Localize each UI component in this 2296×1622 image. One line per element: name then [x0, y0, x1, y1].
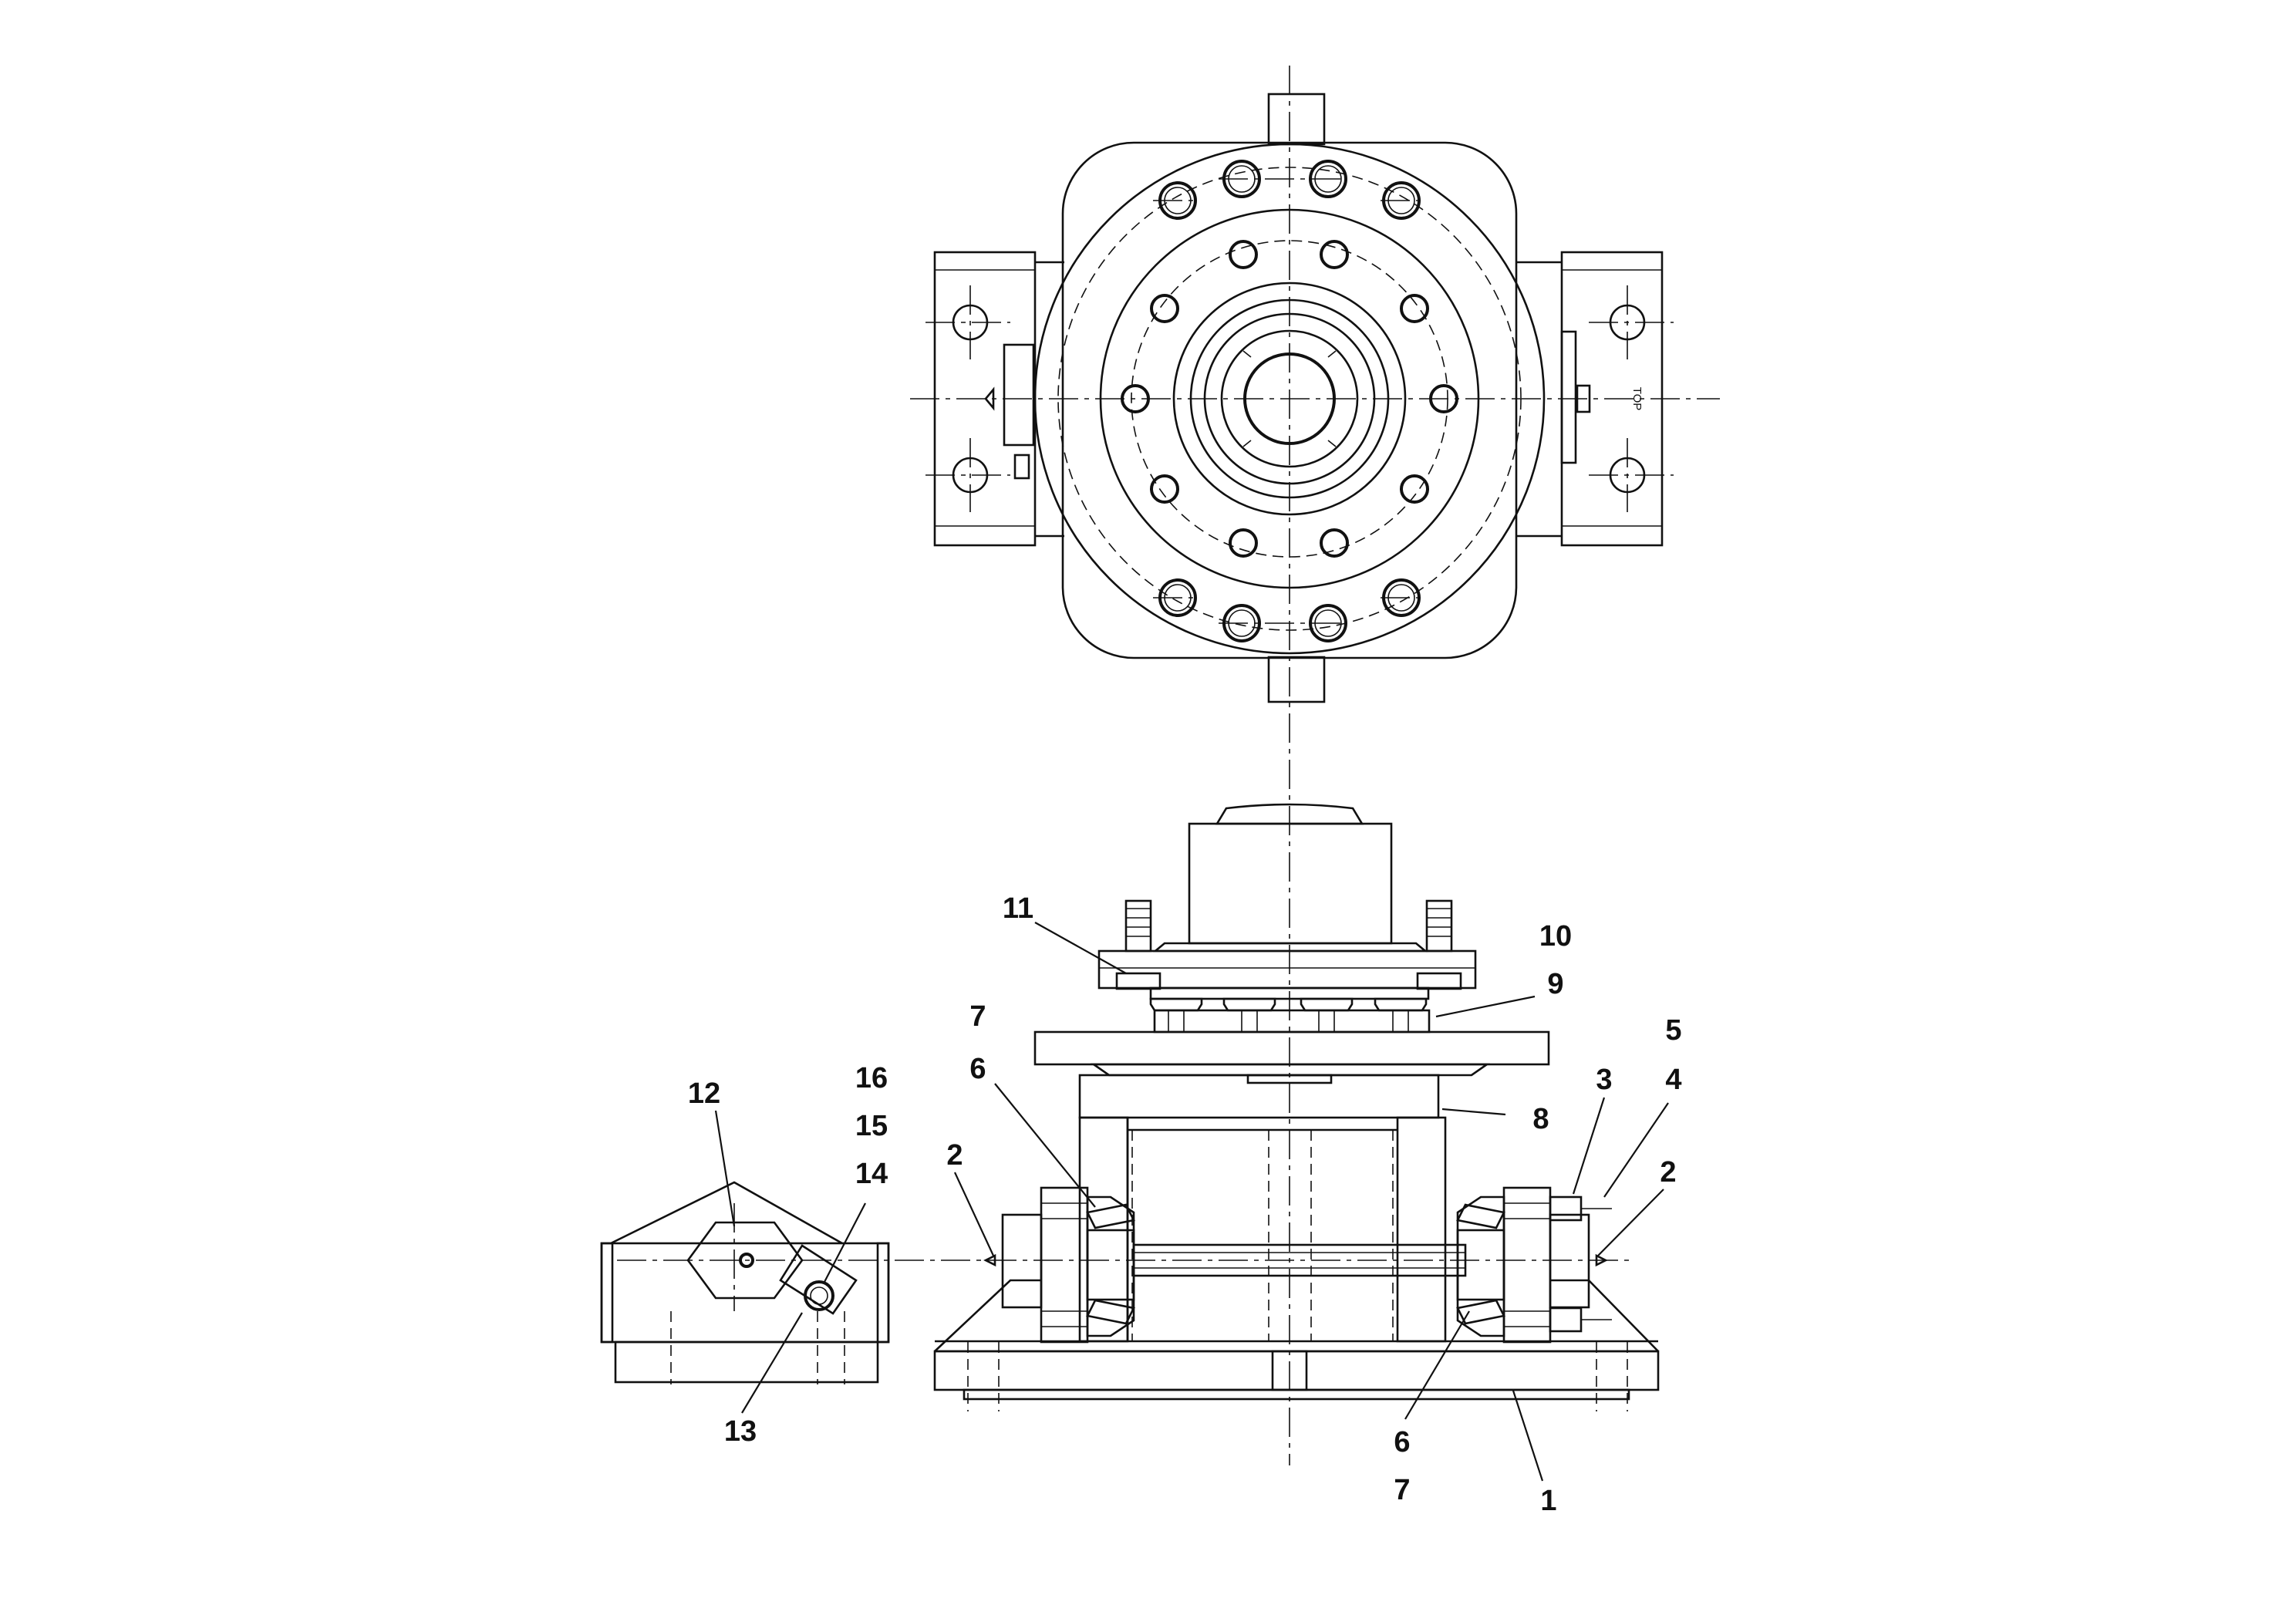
- gear-housing: [1188, 822, 1393, 945]
- bolt-circle-inner: [1131, 240, 1448, 558]
- callout-7b: 7: [1394, 1474, 1410, 1506]
- callout-11: 11: [1003, 892, 1033, 925]
- flange-studs: [1115, 899, 1462, 990]
- bore-key-marks: [1242, 350, 1337, 447]
- leader-14: [823, 1202, 866, 1284]
- callout-6b: 6: [1394, 1426, 1410, 1458]
- leader-4: [1603, 1102, 1669, 1198]
- left-bearing-assembly: [983, 1186, 1135, 1344]
- leader-2a: [954, 1172, 994, 1256]
- hex-nut: [686, 1221, 804, 1300]
- callout-15: 15: [855, 1110, 888, 1142]
- column-right-wall: [1396, 1116, 1447, 1343]
- leader-8: [1441, 1108, 1506, 1116]
- shaft-bore: [1243, 352, 1336, 445]
- leader-1: [1512, 1390, 1544, 1482]
- side-base: [614, 1340, 879, 1384]
- callout-2a: 2: [946, 1139, 963, 1172]
- right-bearing-assembly: [1456, 1186, 1612, 1344]
- side-roof: [610, 1181, 843, 1245]
- callout-16: 16: [855, 1062, 888, 1094]
- main-plate: [1033, 1030, 1550, 1066]
- hub-circle-2: [1189, 298, 1390, 499]
- base-frame: [933, 1279, 1660, 1411]
- flange-mid-circle: [1099, 208, 1480, 589]
- side-view: [600, 1181, 890, 1384]
- top-engraving: TOP: [1630, 387, 1644, 411]
- callout-8: 8: [1532, 1103, 1549, 1135]
- top-shaft-stub: [1267, 93, 1326, 146]
- hub-circle-1: [1172, 282, 1407, 516]
- housing-outline: [1061, 141, 1518, 659]
- leader-6a: [994, 1083, 1096, 1208]
- leader-3: [1572, 1097, 1606, 1195]
- callout-2b: 2: [1660, 1156, 1676, 1189]
- leader-lines: [714, 922, 1669, 1482]
- callout-9: 9: [1547, 968, 1563, 1000]
- callout-3: 3: [1596, 1064, 1612, 1096]
- callout-13: 13: [724, 1415, 757, 1448]
- leader-11: [1034, 922, 1127, 974]
- callout-12: 12: [688, 1077, 720, 1110]
- hub-circle-4: [1220, 329, 1359, 468]
- column-upper: [1078, 1074, 1440, 1119]
- top-view: TOP: [910, 66, 1720, 1465]
- callout-1: 1: [1540, 1485, 1556, 1517]
- leader-6b: [1404, 1310, 1470, 1420]
- bottom-shaft-stub: [1267, 656, 1326, 703]
- leader-9: [1435, 995, 1536, 1018]
- callout-4: 4: [1665, 1064, 1681, 1096]
- callout-7a: 7: [969, 1000, 986, 1033]
- outer-bolt-holes: [1153, 160, 1427, 642]
- side-plug: [804, 1280, 834, 1311]
- housing-base-ring: [1152, 942, 1428, 953]
- angled-block: [779, 1244, 858, 1315]
- upper-flange: [1097, 949, 1477, 990]
- base-plate: [933, 1350, 1660, 1391]
- inner-bolt-holes: [1121, 240, 1458, 558]
- side-body: [600, 1242, 890, 1344]
- plate-recess: [1090, 1063, 1491, 1077]
- front-view: [617, 803, 1660, 1411]
- callout-10: 10: [1539, 920, 1572, 953]
- callout-6a: 6: [969, 1053, 986, 1085]
- callout-5: 5: [1665, 1014, 1681, 1047]
- leader-13: [741, 1312, 803, 1414]
- leader-12: [714, 1110, 736, 1227]
- left-mounting-bracket: [925, 251, 1064, 547]
- bolt-circle-outer: [1057, 167, 1522, 631]
- callout-labels: 11 10 9 7 6 5 3 4 8 2 2 16 15 14 12 13 6…: [688, 892, 1682, 1517]
- callout-14: 14: [855, 1158, 888, 1190]
- right-mounting-bracket: TOP: [1516, 251, 1674, 547]
- top-cap: [1215, 803, 1364, 825]
- hub-circle-3: [1203, 312, 1376, 485]
- leader-2b: [1597, 1189, 1664, 1256]
